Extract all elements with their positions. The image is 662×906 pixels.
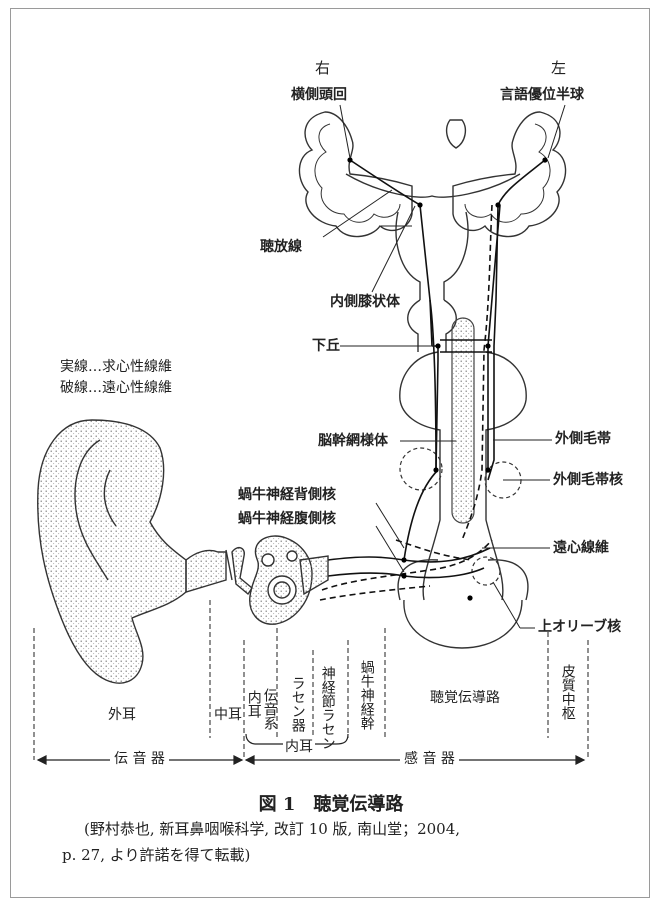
- medulla-base: [404, 600, 522, 648]
- label-efferent-fibers: 遠心線維: [553, 541, 609, 555]
- label-inferior-colliculus: 下丘: [312, 339, 340, 353]
- figure-source-line2: p. 27, より許諾を得て転載): [62, 848, 250, 863]
- section-inner-ear: 内耳: [283, 740, 315, 754]
- ear-canal: [186, 550, 226, 592]
- label-radiation: 聴放線: [260, 240, 302, 254]
- section-cochlear-nerve-trunk: 蝸牛神経幹: [359, 660, 374, 730]
- cerebral-cortex: [299, 112, 565, 300]
- legend-solid: 実線…求心性線維: [60, 360, 172, 374]
- figure-title: 図 1 聴覚伝導路: [0, 790, 662, 816]
- outer-ear: [38, 420, 226, 683]
- leader-lines: [323, 105, 565, 628]
- section-conductive-apparatus: 伝 音 器: [110, 752, 169, 766]
- left-hemisphere-outline: [453, 112, 566, 237]
- section-organ-of-corti: ラセン器: [290, 676, 305, 732]
- section-auditory-pathway: 聴覚伝導路: [430, 691, 500, 705]
- label-dorsal-cochlear-nucleus: 蝸牛神経背側核: [238, 488, 336, 502]
- ventricle: [447, 120, 466, 148]
- medulla-outline: [398, 560, 528, 600]
- label-mgb: 内側膝状体: [330, 295, 400, 309]
- tympanic-membrane: [226, 550, 232, 580]
- section-spiral-ganglion: 神経節ラセン: [320, 666, 335, 750]
- right-cortex-inner: [315, 124, 400, 222]
- label-ventral-cochlear-nucleus: 蝸牛神経腹側核: [238, 512, 336, 526]
- label-superior-olive: 上オリーブ核: [538, 620, 621, 634]
- legend-dashed: 破線…遠心性線維: [60, 381, 172, 395]
- left-cortex-inner: [465, 124, 550, 222]
- label-dominant-hemisphere: 言語優位半球: [500, 88, 584, 102]
- pathway-nuclei-dots: [347, 157, 547, 600]
- label-right: 右: [315, 61, 330, 76]
- figure-source-line1: (野村恭也, 新耳鼻咽喉科学, 改訂 10 版, 南山堂；2004,: [84, 822, 460, 837]
- label-lemniscus-nucleus: 外側毛帯核: [553, 473, 623, 487]
- reticular-formation: [452, 318, 474, 523]
- section-inner-ear-short: 内耳: [246, 690, 261, 718]
- label-lateral-lemniscus: 外側毛帯: [555, 432, 611, 446]
- section-sensory-apparatus: 感 音 器: [400, 752, 459, 766]
- section-middle-ear: 中耳: [214, 708, 242, 722]
- section-conduction-system: 伝音系: [262, 688, 277, 730]
- label-heschl-gyrus: 横側頭回: [291, 88, 347, 102]
- pinna: [38, 420, 186, 683]
- label-left: 左: [551, 61, 566, 76]
- section-cortical-center: 皮質中枢: [560, 664, 575, 720]
- middle-inner-ear: [226, 536, 328, 624]
- label-reticular-formation: 脳幹網様体: [318, 434, 388, 448]
- right-hemisphere-outline: [299, 112, 412, 237]
- ossicles: [232, 548, 252, 594]
- cochlear-nerve: [300, 556, 328, 594]
- section-outer-ear: 外耳: [108, 708, 136, 722]
